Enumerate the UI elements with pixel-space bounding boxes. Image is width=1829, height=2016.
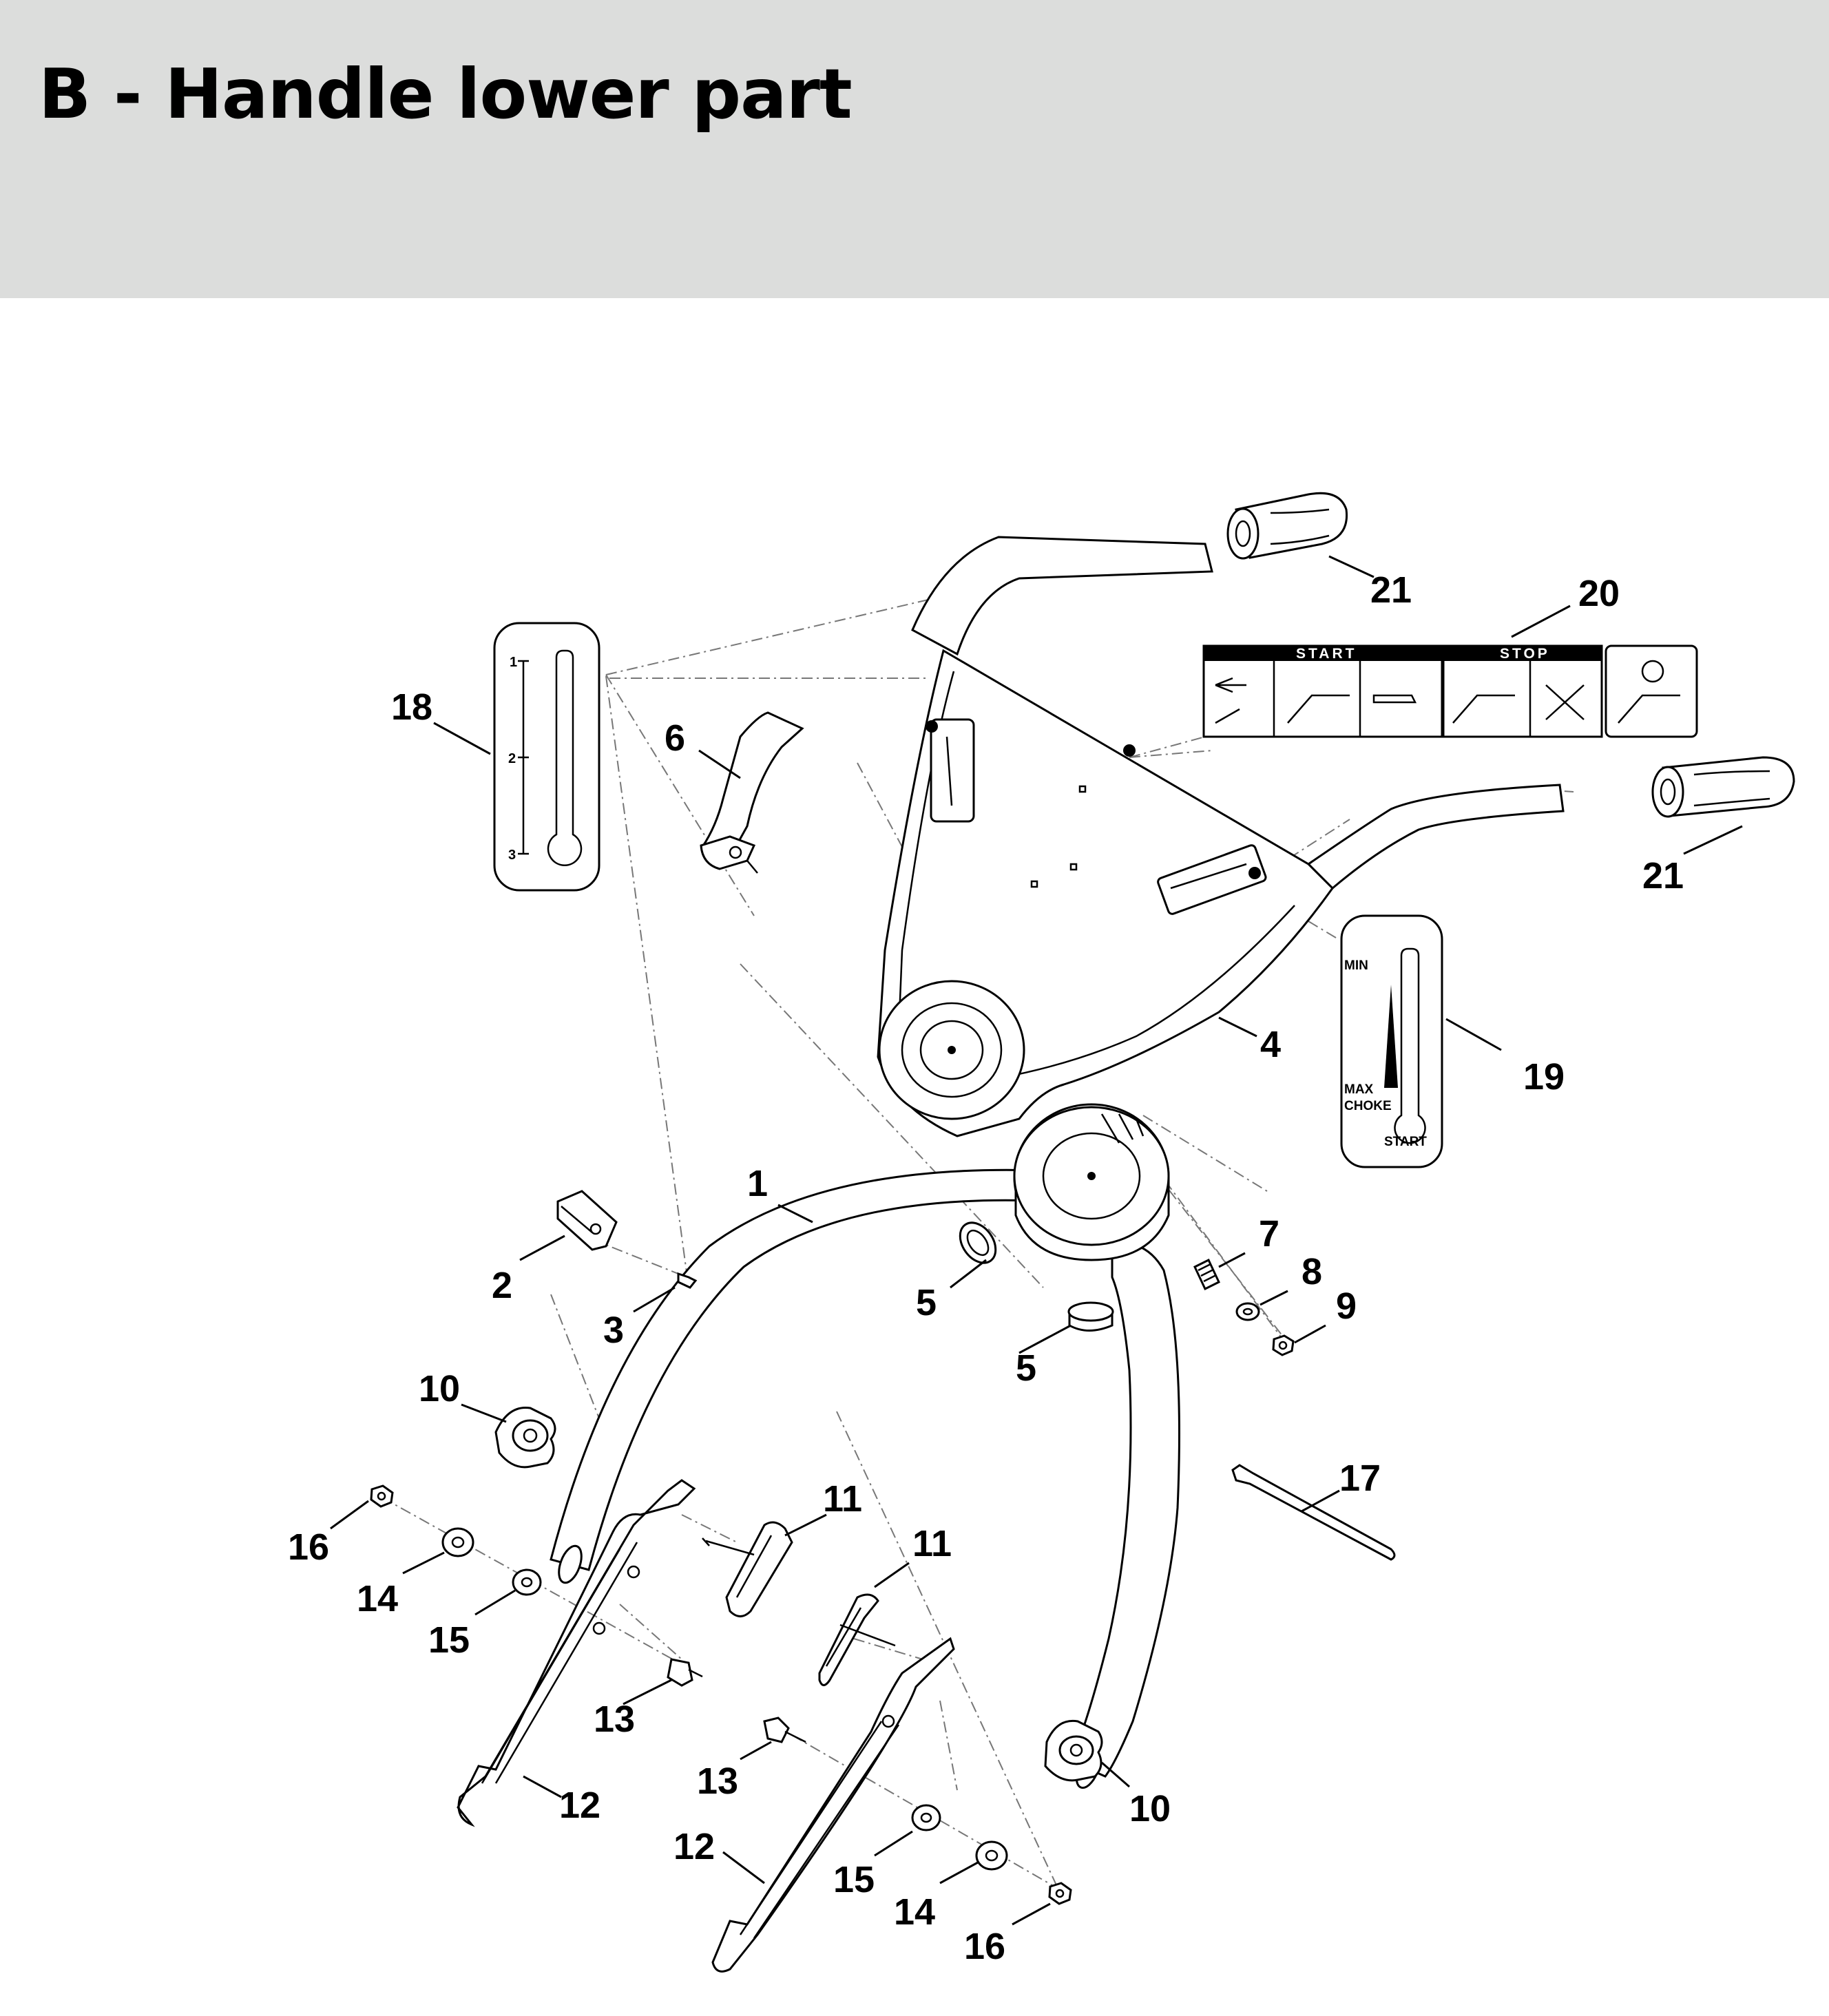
- callout-leaders: [330, 555, 1743, 1926]
- callout-21a: 21: [1370, 569, 1412, 611]
- throttle-start-label: START: [1384, 1135, 1427, 1149]
- callout-15a: 15: [428, 1619, 470, 1661]
- throttle-choke-label: CHOKE: [1344, 1099, 1392, 1113]
- bracket-left: [457, 1479, 696, 1827]
- callout-4: 4: [1260, 1024, 1281, 1065]
- callout-12b: 12: [673, 1826, 715, 1867]
- callout-1: 1: [747, 1163, 768, 1204]
- quick-release-lever-right: [818, 1593, 896, 1686]
- callout-11b: 11: [912, 1523, 952, 1564]
- spacer-left: [441, 1527, 474, 1557]
- nut-right: [1048, 1882, 1072, 1905]
- callout-16a: 16: [288, 1526, 329, 1568]
- callout-6: 6: [665, 717, 685, 759]
- grip-upper: [1226, 492, 1348, 560]
- height-label-1: 1: [510, 655, 517, 670]
- callout-10a: 10: [419, 1368, 460, 1409]
- callout-14b: 14: [894, 1891, 935, 1933]
- bolt-left: [667, 1658, 703, 1687]
- callout-13b: 13: [697, 1761, 738, 1802]
- washer-left: [512, 1568, 542, 1596]
- decal-instructions: START STOP: [1202, 644, 1698, 738]
- callout-9: 9: [1336, 1285, 1357, 1327]
- throttle-min-label: MIN: [1344, 958, 1368, 973]
- callout-18: 18: [391, 686, 432, 728]
- callout-5a: 5: [916, 1282, 937, 1323]
- height-label-2: 2: [508, 751, 516, 766]
- callout-21b: 21: [1642, 855, 1684, 896]
- callout-12a: 12: [559, 1785, 600, 1826]
- callout-16b: 16: [964, 1926, 1005, 1967]
- decal-start-label: START: [1296, 646, 1357, 662]
- adjustment-lever: [700, 711, 804, 874]
- header-band: B - Handle lower part: [0, 0, 1829, 298]
- cable-clip: [556, 1190, 618, 1251]
- cable-tie: [1231, 1464, 1396, 1561]
- washer-small: [1235, 1302, 1260, 1321]
- bushing-upper: [959, 1221, 997, 1264]
- bushing-lower: [1067, 1301, 1114, 1332]
- callout-7: 7: [1259, 1213, 1279, 1254]
- clip-screw: [677, 1272, 698, 1289]
- knob-right: [1044, 1719, 1103, 1782]
- decal-stop-label: STOP: [1500, 646, 1550, 662]
- height-label-3: 3: [508, 848, 516, 863]
- handle-upper-panel: [877, 536, 1565, 1137]
- spring: [1193, 1258, 1220, 1291]
- callout-labels: 1 2 3 4 5 5 6 7 8 9 10 10 11 11 12 12 13…: [288, 569, 1684, 1967]
- callout-14a: 14: [357, 1578, 398, 1619]
- callout-11a: 11: [823, 1478, 862, 1520]
- spacer-right: [975, 1840, 1008, 1871]
- callout-13a: 13: [594, 1699, 635, 1740]
- callout-5b: 5: [1016, 1347, 1036, 1389]
- throttle-max-label: MAX: [1344, 1082, 1374, 1097]
- bracket-right: [711, 1637, 955, 1973]
- callout-17: 17: [1339, 1458, 1381, 1499]
- nut-small: [1272, 1334, 1295, 1356]
- page-title: B - Handle lower part: [39, 54, 853, 134]
- washer-right: [911, 1804, 941, 1831]
- decal-throttle: MIN MAX CHOKE START: [1340, 914, 1443, 1168]
- callout-8: 8: [1302, 1251, 1322, 1292]
- grip-lower: [1651, 756, 1795, 818]
- quick-release-lever-left: [702, 1521, 793, 1617]
- handle-lower-tube: [550, 1103, 1180, 1789]
- bolt-right: [763, 1716, 806, 1743]
- callout-15b: 15: [833, 1859, 875, 1900]
- nut-left: [370, 1484, 394, 1508]
- decal-height-scale: 1 2 3: [493, 622, 600, 892]
- callout-2: 2: [492, 1265, 512, 1306]
- knob-left: [494, 1406, 556, 1469]
- callout-10b: 10: [1129, 1788, 1171, 1829]
- callout-3: 3: [603, 1310, 624, 1351]
- callout-19: 19: [1523, 1056, 1565, 1098]
- callout-20: 20: [1578, 573, 1620, 614]
